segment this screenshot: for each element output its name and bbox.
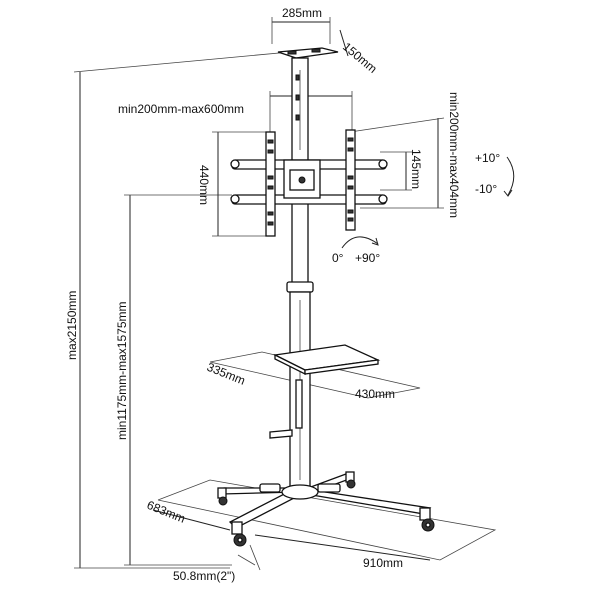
bracket-height-label: 440mm xyxy=(197,165,211,205)
tilt-arrow xyxy=(503,156,515,197)
vesa-height-label: min200mm-max404mm xyxy=(447,92,461,218)
shelf-depth-label: 335mm xyxy=(205,360,247,388)
caster-back-right xyxy=(345,471,356,489)
caster-label: 50.8mm(2") xyxy=(173,569,235,583)
base-hub xyxy=(281,484,319,500)
bracket-inner-label: 145mm xyxy=(409,149,423,189)
shelf-width-label: 430mm xyxy=(355,387,395,401)
top-depth-label: 150mm xyxy=(340,40,380,76)
dimension-lines xyxy=(73,17,497,571)
caster-front-left xyxy=(231,521,247,547)
height-clamp xyxy=(286,281,314,293)
vesa-arm-left xyxy=(265,131,276,237)
adjust-height-label: min1175mm-max1575mm xyxy=(115,302,129,441)
top-width-label: 285mm xyxy=(282,6,322,20)
tilt-down-label: -10° xyxy=(475,182,497,196)
rotate-start-label: 0° xyxy=(332,251,344,265)
rotate-arrow xyxy=(341,236,379,249)
total-height-label: max2150mm xyxy=(65,291,79,360)
base-leg-front-right xyxy=(304,489,432,515)
cable-holder xyxy=(269,429,293,439)
vesa-arm-right xyxy=(345,129,356,231)
caster-front-right xyxy=(419,507,435,532)
vesa-width-label: min200mm-max600mm xyxy=(118,102,244,116)
top-tray xyxy=(277,47,339,59)
stand-body xyxy=(217,47,435,547)
base-width-label: 910mm xyxy=(363,556,403,570)
rotate-end-label: +90° xyxy=(355,251,380,265)
tilt-up-label: +10° xyxy=(475,151,500,165)
caster-back-left xyxy=(217,487,228,506)
